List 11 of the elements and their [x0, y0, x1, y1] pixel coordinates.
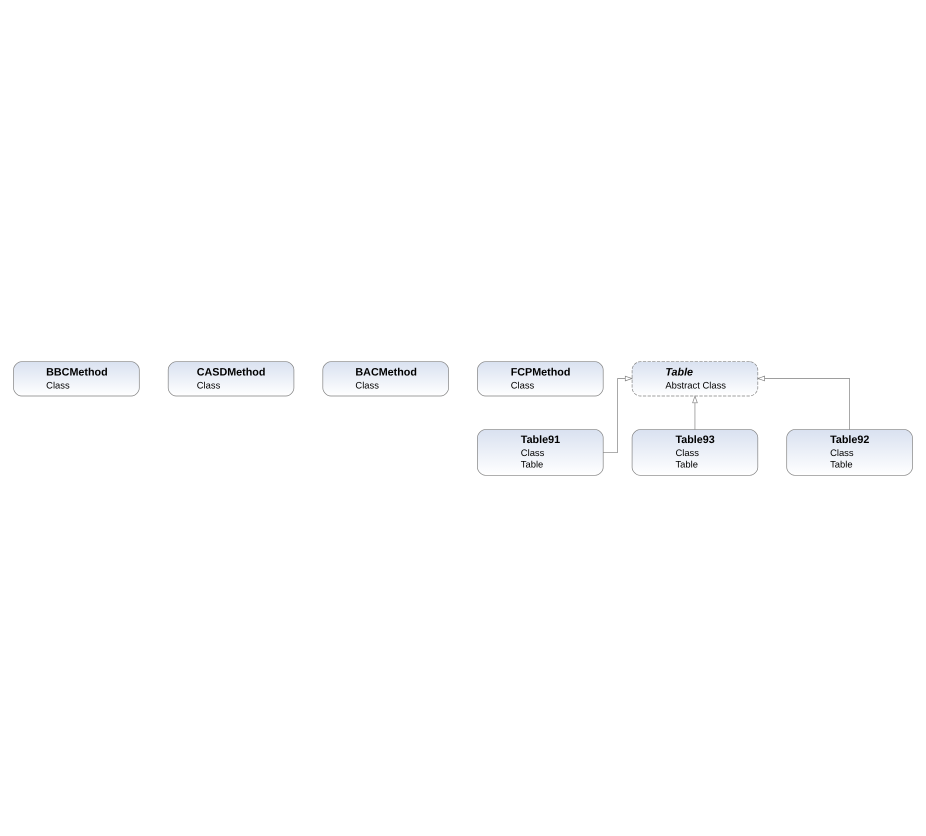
node-box: Table92 Class Table	[786, 428, 913, 476]
node-box: Table Abstract Class	[632, 360, 758, 396]
arrow	[602, 375, 633, 452]
node-box: BACMethod Class	[322, 360, 449, 396]
node-box: Table91 Class Table	[477, 428, 604, 476]
node-box: CASDMethod Class	[168, 360, 294, 396]
arrow	[692, 394, 698, 430]
node-box: FCPMethod Class	[477, 360, 604, 396]
arrow	[756, 375, 850, 430]
node-box: BBCMethod Class	[13, 360, 140, 396]
node-box: Table93 Class Table	[632, 428, 758, 476]
